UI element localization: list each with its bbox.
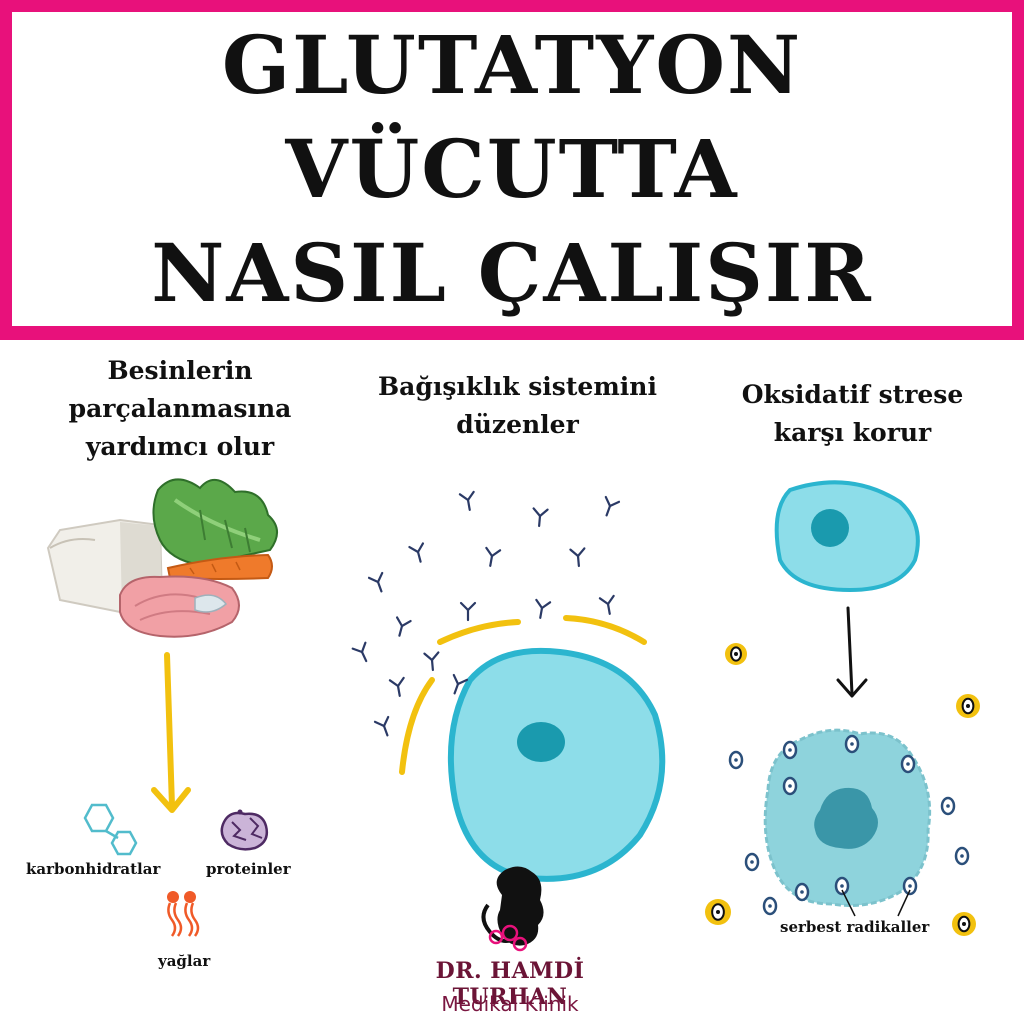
free-radical-icon <box>728 750 744 770</box>
free-radical-icon <box>705 899 731 925</box>
free-radical-icon <box>956 694 980 718</box>
free-radical-icon <box>952 912 976 936</box>
glutathione-shield-arcs <box>399 615 647 775</box>
antibody-icon <box>459 601 477 622</box>
antibody-icon <box>395 616 412 637</box>
free-radical-pointers <box>841 889 911 917</box>
column-1-heading-line-1: Besinlerin <box>107 356 253 385</box>
title-frame: GLUTATYON VÜCUTTA NASIL ÇALIŞIR <box>0 0 1024 340</box>
antibody-icon <box>598 594 615 615</box>
title-line-3: NASIL ÇALIŞIR <box>151 226 873 320</box>
antibody-icon <box>373 715 390 737</box>
antibody-icon <box>367 571 384 593</box>
antibody-icon <box>532 507 549 528</box>
free-radicals-label: serbest radikaller <box>780 918 930 936</box>
antibody-icon <box>388 676 405 697</box>
free-radical-icon <box>834 876 850 896</box>
brand-name: DR. HAMDİ TURHAN <box>435 958 585 1010</box>
free-radical-icon <box>782 740 798 760</box>
antibody-icon <box>423 651 440 672</box>
free-radical-icon <box>744 852 760 872</box>
column-3-heading-line-1: Oksidatif strese <box>741 380 964 409</box>
proteins-label: proteinler <box>206 860 291 878</box>
antibody-icon <box>485 546 502 567</box>
damaged-cell-icon <box>763 728 932 907</box>
carbohydrates-label: karbonhidratlar <box>26 860 161 878</box>
digestion-arrow <box>151 652 191 813</box>
antibody-icon <box>458 490 475 511</box>
healthy-cell-icon <box>774 480 920 593</box>
column-2-heading-line-1: Bağışıklık sistemini <box>378 372 657 401</box>
column-3-heading: Oksidatif strese karşı korur <box>710 376 995 452</box>
antibody-icon <box>351 641 368 663</box>
brand-subtitle: Medikal Klinik <box>441 992 579 1016</box>
fat-icon <box>167 891 200 937</box>
free-radical-icon <box>725 643 747 665</box>
free-radical-icon <box>782 776 798 796</box>
column-2-heading-line-2: düzenler <box>456 410 579 439</box>
brand-logo <box>481 866 544 952</box>
column-1-heading-line-3: yardımcı olur <box>85 432 275 461</box>
column-1-heading-line-2: parçalanmasına <box>68 394 292 423</box>
free-radical-icon <box>902 876 918 896</box>
antibody-icon <box>535 598 552 619</box>
free-radical-icon <box>762 896 778 916</box>
antibody-icon <box>569 547 586 568</box>
title-panel: GLUTATYON VÜCUTTA NASIL ÇALIŞIR <box>12 12 1012 326</box>
protein-icon <box>220 809 269 851</box>
free-radical-group <box>705 643 980 936</box>
stress-arrow <box>836 606 868 698</box>
antibody-icon <box>408 542 425 563</box>
free-radical-icon <box>794 882 810 902</box>
free-radical-icon <box>954 846 970 866</box>
column-1-heading: Besinlerin parçalanmasına yardımcı olur <box>30 352 330 466</box>
antibody-icon <box>604 495 621 517</box>
fats-label: yağlar <box>158 952 211 970</box>
free-radical-icon <box>900 754 916 774</box>
immune-cell-icon <box>447 647 666 882</box>
column-2-heading: Bağışıklık sistemini düzenler <box>340 368 695 444</box>
antibody-icon <box>452 673 469 695</box>
title-line-1: GLUTATYON <box>221 18 803 112</box>
title-line-2: VÜCUTTA <box>285 122 739 216</box>
food-icon <box>46 478 278 638</box>
free-radical-icon <box>844 734 860 754</box>
column-3-heading-line-2: karşı korur <box>773 418 932 447</box>
free-radical-icon <box>940 796 956 816</box>
carbohydrate-icon <box>83 803 138 856</box>
antibody-group <box>351 490 621 737</box>
